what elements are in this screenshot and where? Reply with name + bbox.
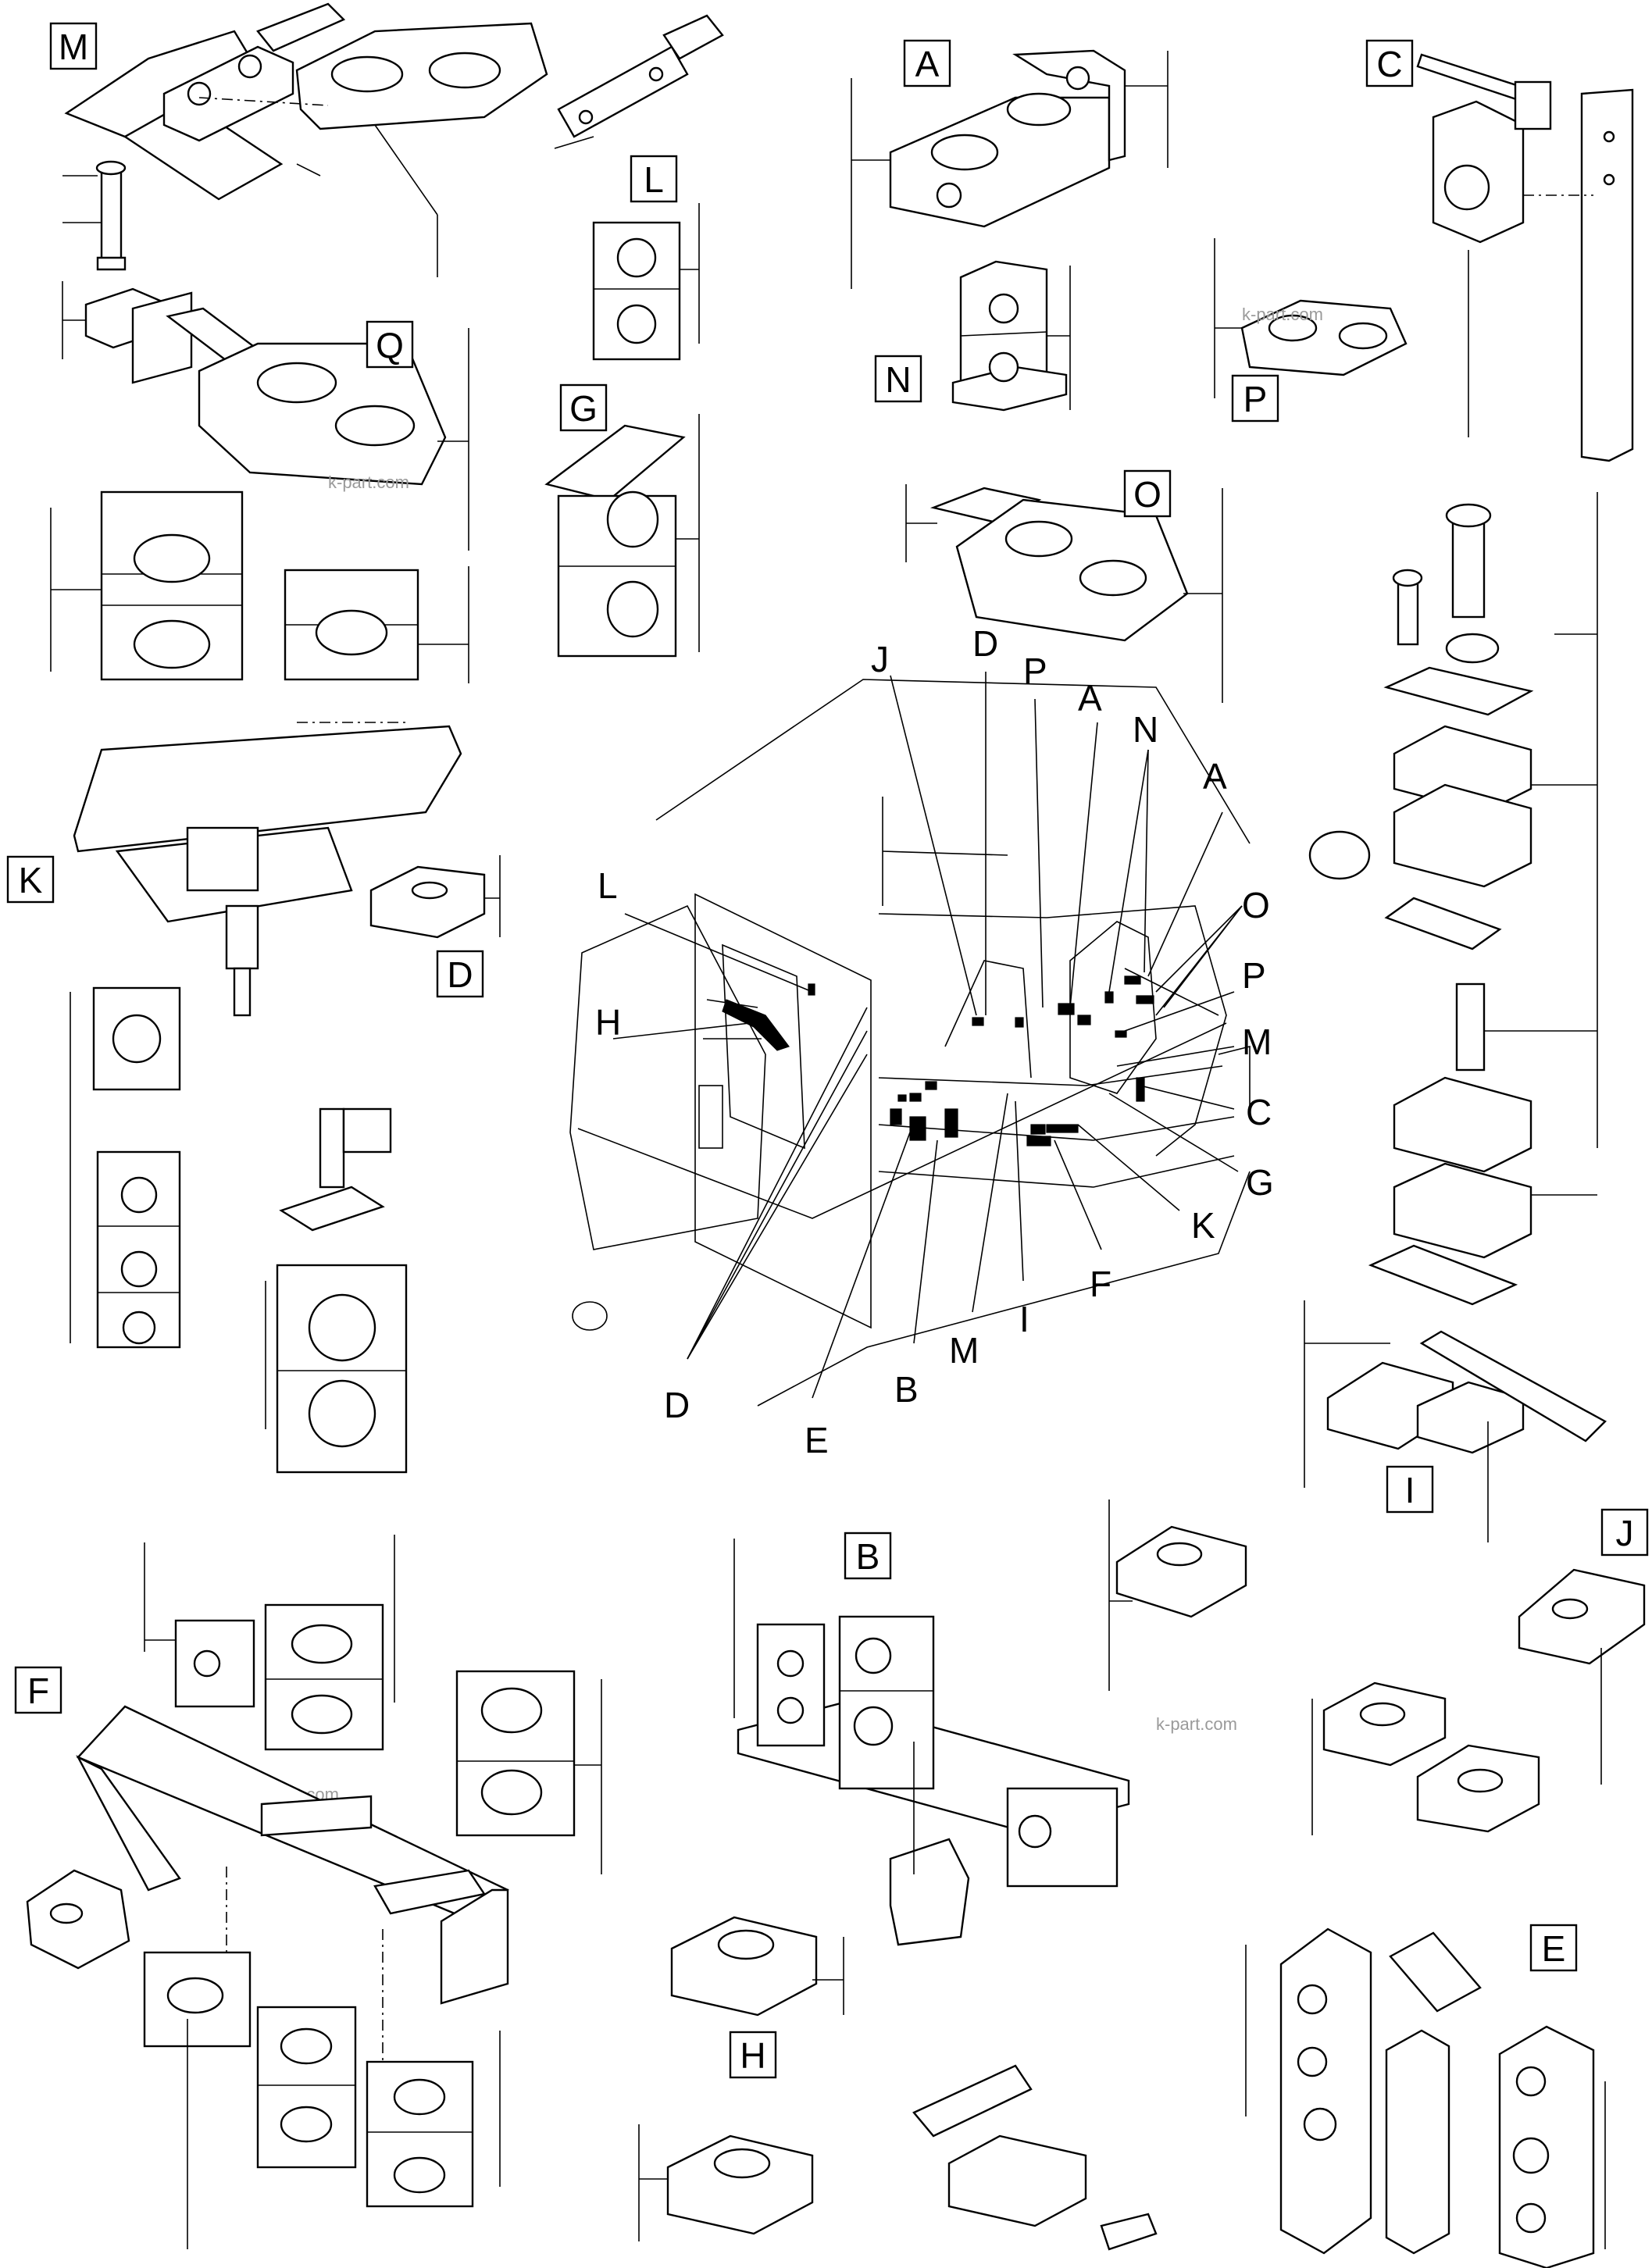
label-o: O xyxy=(1123,469,1172,518)
label-a: A xyxy=(903,39,951,87)
callout-a-top: A xyxy=(1078,678,1102,719)
svg-text:N: N xyxy=(885,359,911,400)
assembly-q: k-part.com xyxy=(62,281,469,551)
callout-l: L xyxy=(598,865,618,906)
svg-text:k-part.com: k-part.com xyxy=(1242,305,1323,324)
callout-a-right: A xyxy=(1203,756,1227,797)
callout-i: I xyxy=(1019,1299,1029,1339)
svg-text:B: B xyxy=(856,1536,880,1577)
assembly-o xyxy=(905,484,1223,703)
svg-text:F: F xyxy=(27,1671,49,1711)
label-q: Q xyxy=(366,320,414,369)
svg-text:C: C xyxy=(1376,44,1402,84)
svg-text:O: O xyxy=(1133,474,1161,515)
callout-g: G xyxy=(1246,1162,1274,1203)
svg-text:L: L xyxy=(644,159,664,200)
assembly-c xyxy=(1416,53,1634,462)
svg-text:Q: Q xyxy=(376,325,404,366)
assembly-b: k-part.com xyxy=(258,1539,1130,1946)
label-n: N xyxy=(874,355,922,403)
svg-text:A: A xyxy=(915,44,940,84)
assembly-g xyxy=(544,414,700,658)
assembly-h xyxy=(638,1916,1158,2251)
callout-m-bottom: M xyxy=(949,1330,979,1371)
assembly-e xyxy=(1245,1927,1606,2268)
label-d: D xyxy=(436,950,484,998)
callout-k: K xyxy=(1191,1205,1215,1246)
label-l: L xyxy=(630,155,678,203)
assembly-center-right: k-part.com xyxy=(1108,1500,1247,1734)
label-m: M xyxy=(49,22,98,70)
svg-text:I: I xyxy=(1405,1470,1415,1510)
label-j: J xyxy=(1600,1508,1649,1557)
svg-text:k-part.com: k-part.com xyxy=(1156,1714,1237,1734)
callout-d-bottom: D xyxy=(664,1385,690,1425)
callout-n: N xyxy=(1133,709,1158,750)
assembly-m xyxy=(62,2,724,277)
label-c: C xyxy=(1365,39,1414,87)
assembly-a xyxy=(851,49,1169,289)
label-k: K xyxy=(6,855,55,904)
callout-o: O xyxy=(1242,885,1270,925)
assembly-right-column xyxy=(1308,492,1598,1306)
label-g: G xyxy=(559,383,608,432)
callout-f: F xyxy=(1090,1264,1111,1304)
callout-d-top: D xyxy=(972,623,998,664)
label-b: B xyxy=(844,1532,892,1580)
callout-labels: J D P A N A O L P H M C G K F I M B E D xyxy=(595,623,1274,1460)
assembly-n xyxy=(951,260,1071,412)
label-f: F xyxy=(14,1666,62,1714)
callout-p-right: P xyxy=(1242,955,1266,996)
central-machine xyxy=(569,679,1251,1407)
callout-e: E xyxy=(805,1420,829,1460)
assembly-p: k-part.com xyxy=(1214,238,1408,398)
callout-c: C xyxy=(1246,1092,1272,1132)
callout-p-top: P xyxy=(1023,651,1047,691)
label-h: H xyxy=(729,2031,777,2079)
callout-h: H xyxy=(595,1002,621,1043)
assembly-d xyxy=(369,855,501,939)
callout-b: B xyxy=(894,1369,919,1410)
svg-text:E: E xyxy=(1542,1928,1566,1969)
svg-text:G: G xyxy=(569,388,598,429)
assembly-l xyxy=(592,203,700,361)
label-e: E xyxy=(1529,1924,1578,1972)
svg-text:M: M xyxy=(59,27,88,67)
assembly-f xyxy=(26,1535,602,2249)
label-i: I xyxy=(1386,1465,1434,1514)
assembly-left-lower xyxy=(70,986,408,1474)
svg-text:k-part.com: k-part.com xyxy=(328,472,409,492)
label-p: P xyxy=(1231,374,1279,423)
callout-m-right: M xyxy=(1242,1022,1272,1062)
assembly-j xyxy=(1311,1568,1646,1835)
svg-text:J: J xyxy=(1616,1513,1634,1553)
svg-text:H: H xyxy=(740,2035,765,2076)
assembly-i xyxy=(1304,1300,1607,1542)
svg-text:K: K xyxy=(19,860,43,900)
assembly-k xyxy=(50,490,469,1017)
callout-leaders xyxy=(612,672,1243,1399)
callout-j: J xyxy=(871,639,889,679)
svg-text:P: P xyxy=(1243,379,1268,419)
svg-text:D: D xyxy=(447,954,473,995)
